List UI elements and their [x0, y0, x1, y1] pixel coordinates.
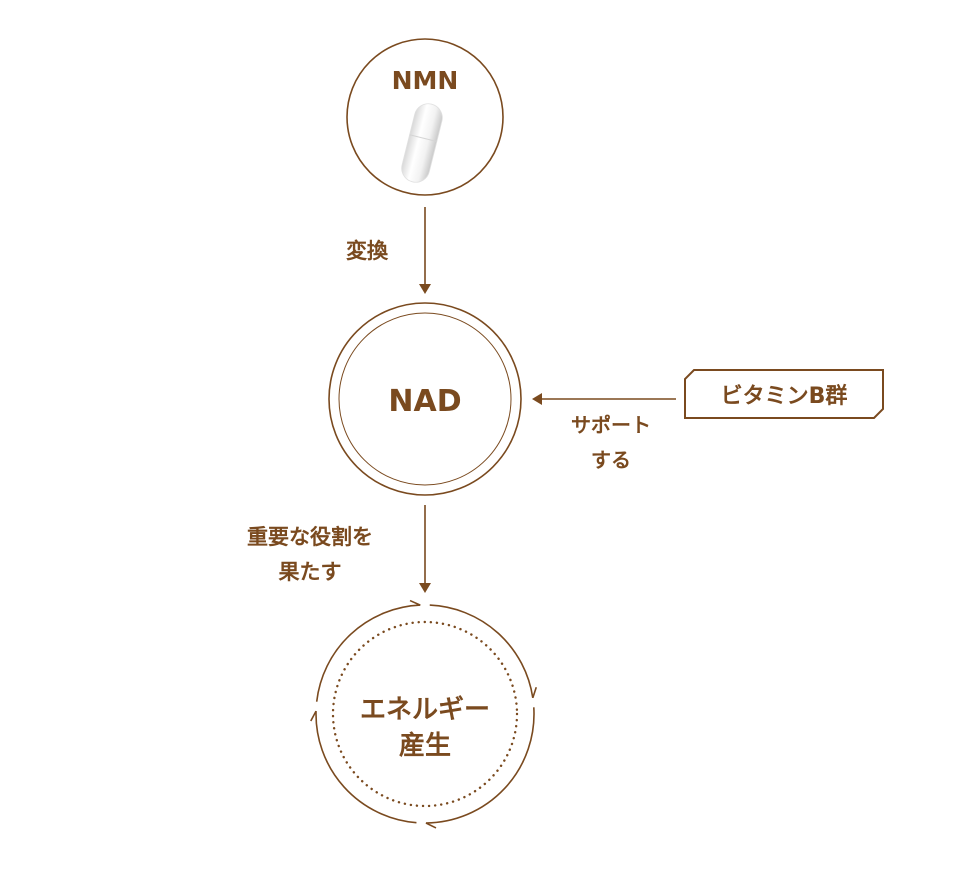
energy-label-line2: 産生 — [399, 730, 451, 761]
role-label-line1: 重要な役割を — [247, 525, 373, 549]
energy-dotted-circle — [331, 620, 519, 808]
cycle-arrowhead-icon — [310, 710, 317, 722]
support-arrowhead-icon — [532, 393, 542, 405]
nmn-node-circle — [346, 38, 504, 196]
energy-label-line1: エネルギー — [360, 695, 490, 725]
nad-label: NAD — [388, 384, 461, 419]
role-label-line2: 果たす — [279, 560, 342, 584]
energy-cycle-arcs — [310, 599, 538, 829]
energy-cycle-arc — [429, 604, 534, 699]
vitamin-b-label: ビタミンB群 — [721, 383, 848, 409]
energy-cycle-arc — [315, 711, 417, 824]
energy-cycle-arc — [315, 604, 421, 702]
convert-arrowhead-icon — [419, 284, 431, 294]
vitamin-b-box — [684, 369, 884, 419]
nad-node-inner-circle — [338, 312, 512, 486]
capsule-icon — [401, 103, 443, 183]
convert-label: 変換 — [346, 239, 389, 263]
cycle-arrowhead-icon — [425, 822, 437, 829]
cycle-arrowhead-icon — [532, 687, 538, 699]
energy-cycle-arc — [425, 707, 535, 824]
cycle-arrowhead-icon — [409, 599, 421, 606]
nmn-label: NMN — [392, 66, 459, 95]
role-arrowhead-icon — [419, 583, 431, 593]
support-label-line1: サポート — [571, 413, 651, 437]
nad-node-outer-circle — [328, 302, 522, 496]
support-label-line2: する — [591, 448, 631, 472]
